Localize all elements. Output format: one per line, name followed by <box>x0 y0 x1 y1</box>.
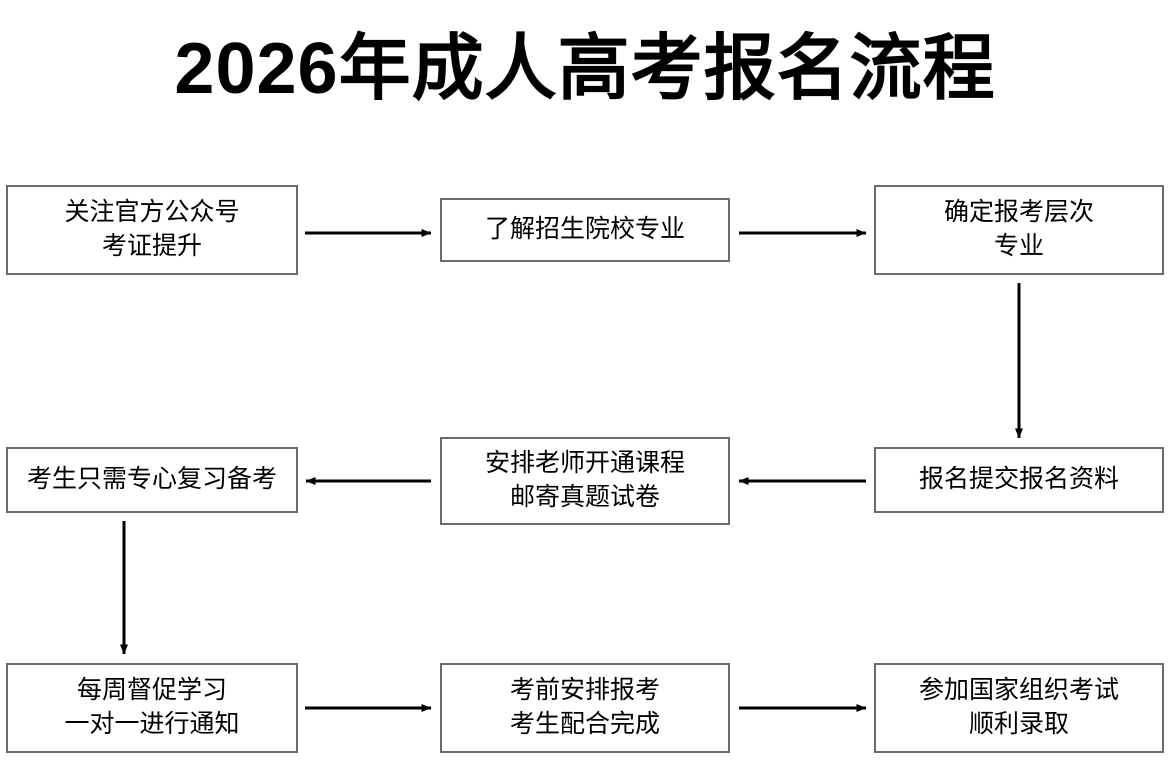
flow-node-student-focus-review: 考生只需专心复习备考 <box>6 447 298 513</box>
flow-node-submit-registration-materials: 报名提交报名资料 <box>874 447 1164 513</box>
flow-node-take-national-exam: 参加国家组织考试 顺利录取 <box>874 663 1164 753</box>
node-line: 了解招生院校专业 <box>484 215 685 244</box>
node-line: 专业 <box>993 232 1044 260</box>
node-line: 邮寄真题试卷 <box>509 483 660 511</box>
node-line: 关注官方公众号 <box>64 198 240 227</box>
node-line: 报名提交报名资料 <box>918 465 1119 494</box>
flow-node-pre-exam-arrangement: 考前安排报考 考生配合完成 <box>440 663 730 753</box>
node-line: 考前安排报考 <box>509 676 660 705</box>
node-line: 每周督促学习 <box>76 676 227 705</box>
node-line: 安排老师开通课程 <box>484 449 685 478</box>
flow-node-teacher-opens-course: 安排老师开通课程 邮寄真题试卷 <box>440 437 730 525</box>
flow-node-weekly-study-supervision: 每周督促学习 一对一进行通知 <box>6 663 298 753</box>
node-line: 考证提升 <box>101 232 202 260</box>
node-line: 参加国家组织考试 <box>918 676 1119 705</box>
flow-node-confirm-level-major: 确定报考层次 专业 <box>874 185 1164 275</box>
node-line: 考生配合完成 <box>509 710 660 738</box>
page-title: 2026年成人高考报名流程 <box>174 29 996 109</box>
node-line: 一对一进行通知 <box>64 710 240 738</box>
flow-node-learn-schools-majors: 了解招生院校专业 <box>440 198 730 262</box>
node-line: 考生只需专心复习备考 <box>26 465 277 494</box>
flow-node-follow-official-account: 关注官方公众号 考证提升 <box>6 185 298 275</box>
node-line: 顺利录取 <box>968 710 1069 738</box>
node-line: 确定报考层次 <box>943 198 1094 227</box>
